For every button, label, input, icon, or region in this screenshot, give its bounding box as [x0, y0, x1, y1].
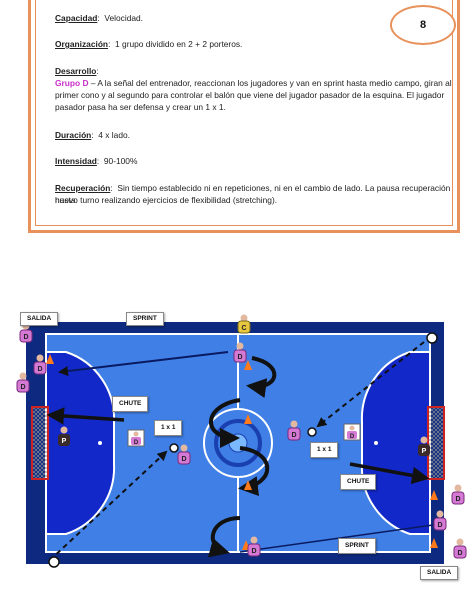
ball-icon: [426, 332, 438, 344]
cone-icon: [244, 414, 252, 424]
left-penalty-spot: [98, 441, 102, 445]
cone-icon: [244, 480, 252, 490]
capacidad-label: Capacidad: [55, 13, 98, 23]
label-salida-top: SALIDA: [20, 312, 59, 326]
ball-icon: [307, 427, 317, 437]
intensidad-label: Intensidad: [55, 156, 97, 166]
ball-icon: [48, 556, 60, 568]
capacidad-value: Velocidad.: [104, 13, 143, 23]
recuperacion-row-1: Recuperación: Sin tiempo establecido ni …: [55, 183, 451, 205]
player-d: D: [177, 444, 191, 465]
svg-text:D: D: [181, 456, 186, 463]
organizacion-row: Organización: 1 grupo dividido en 2 + 2 …: [55, 39, 243, 49]
label-1x1-right: 1 x 1: [310, 442, 339, 458]
intensidad-value: 90-100%: [103, 156, 138, 166]
player-d: D: [247, 536, 261, 557]
sprint-path-top: [58, 351, 229, 377]
label-chute-left: CHUTE: [112, 396, 149, 412]
right-penalty-spot: [374, 441, 378, 445]
cone-icon: [46, 354, 54, 364]
svg-text:D: D: [237, 354, 242, 361]
ball-icon: [169, 443, 179, 453]
desarrollo-line-1: Grupo D – A la señal del entrenador, rea…: [55, 78, 455, 90]
coach-figure: C: [237, 314, 251, 334]
desarrollo-label: Desarrollo: [55, 66, 97, 76]
desarrollo-text-1: – A la señal del entrenador, reaccionan …: [90, 78, 452, 88]
svg-text:D: D: [457, 550, 462, 557]
duracion-row: Duración: 4 x lado.: [55, 130, 130, 140]
card-inner-border: [35, 0, 453, 226]
label-salida-bottom: SALIDA: [420, 566, 459, 580]
player-d-card: D: [343, 423, 361, 441]
svg-text:D: D: [23, 334, 28, 341]
svg-text:D: D: [437, 522, 442, 529]
exercise-number-badge: 8: [390, 5, 456, 45]
right-goal: [427, 406, 445, 480]
player-d: D: [453, 538, 467, 559]
player-d: D: [287, 420, 301, 441]
grupo-label: Grupo D: [55, 78, 89, 88]
svg-text:C: C: [241, 325, 246, 332]
svg-text:D: D: [291, 432, 296, 439]
capacidad-row: Capacidad: Velocidad.: [55, 13, 143, 23]
ball-group: [48, 332, 438, 568]
recuperacion-text-1: Sin tiempo establecido ni en repeticione…: [55, 183, 451, 205]
exercise-card: Capacidad: Velocidad. Organización: 1 gr…: [28, 0, 460, 233]
cone-icon: [244, 360, 252, 370]
duracion-value: 4 x lado.: [98, 130, 130, 140]
turn-arrow-3: [238, 446, 270, 497]
organizacion-value: 1 grupo dividido en 2 + 2 porteros.: [115, 39, 243, 49]
svg-text:D: D: [37, 366, 42, 373]
exercise-number: 8: [419, 19, 427, 31]
player-d: D: [433, 510, 447, 531]
pass-arrow-right: [316, 341, 425, 428]
center-logo: [214, 419, 262, 467]
turn-arrow-4: [207, 516, 241, 558]
player-d: D: [33, 354, 47, 375]
svg-text:D: D: [455, 496, 460, 503]
label-sprint-top: SPRINT: [126, 312, 164, 326]
cone-icon: [430, 538, 438, 548]
svg-text:D: D: [350, 434, 355, 440]
court-diagram: D D D D D D D D D D D D C P P SALIDA SPR…: [14, 312, 470, 580]
left-goal: [31, 406, 49, 480]
shot-arrow-left: [46, 407, 125, 425]
player-d-card: D: [127, 429, 145, 447]
svg-text:D: D: [251, 548, 256, 555]
svg-text:D: D: [20, 384, 25, 391]
court-svg: D D D D D D D D D D D D C P P: [14, 312, 470, 578]
turn-arrow-1: [246, 356, 277, 399]
recuperacion-line-2: nuevo turno realizando ejercicios de fle…: [55, 195, 278, 205]
label-chute-right: CHUTE: [340, 474, 377, 490]
turn-arrow-2: [209, 398, 241, 448]
goalkeeper-left: P: [58, 426, 70, 446]
organizacion-label: Organización: [55, 39, 109, 49]
player-d: D: [233, 342, 247, 363]
goalkeeper-right: P: [418, 436, 430, 456]
left-penalty-area: [45, 351, 116, 535]
recuperacion-label: Recuperación: [55, 183, 111, 193]
svg-text:P: P: [62, 438, 67, 445]
desarrollo-line-2: primer cono y al segundo para controlar …: [55, 90, 445, 100]
shot-arrow-right: [349, 462, 430, 485]
cone-icon: [430, 490, 438, 500]
desarrollo-line-3: pasador pasa ha ser defensa y crear un 1…: [55, 102, 226, 112]
label-sprint-bottom: SPRINT: [338, 538, 376, 554]
svg-text:P: P: [422, 448, 427, 455]
intensidad-row: Intensidad: 90-100%: [55, 156, 138, 166]
player-d: D: [16, 372, 30, 393]
duracion-label: Duración: [55, 130, 92, 140]
label-1x1-left: 1 x 1: [154, 420, 183, 436]
svg-text:D: D: [134, 440, 139, 446]
player-d: D: [451, 484, 465, 505]
desarrollo-heading: Desarrollo:: [55, 66, 99, 76]
right-penalty-area: [360, 351, 431, 535]
